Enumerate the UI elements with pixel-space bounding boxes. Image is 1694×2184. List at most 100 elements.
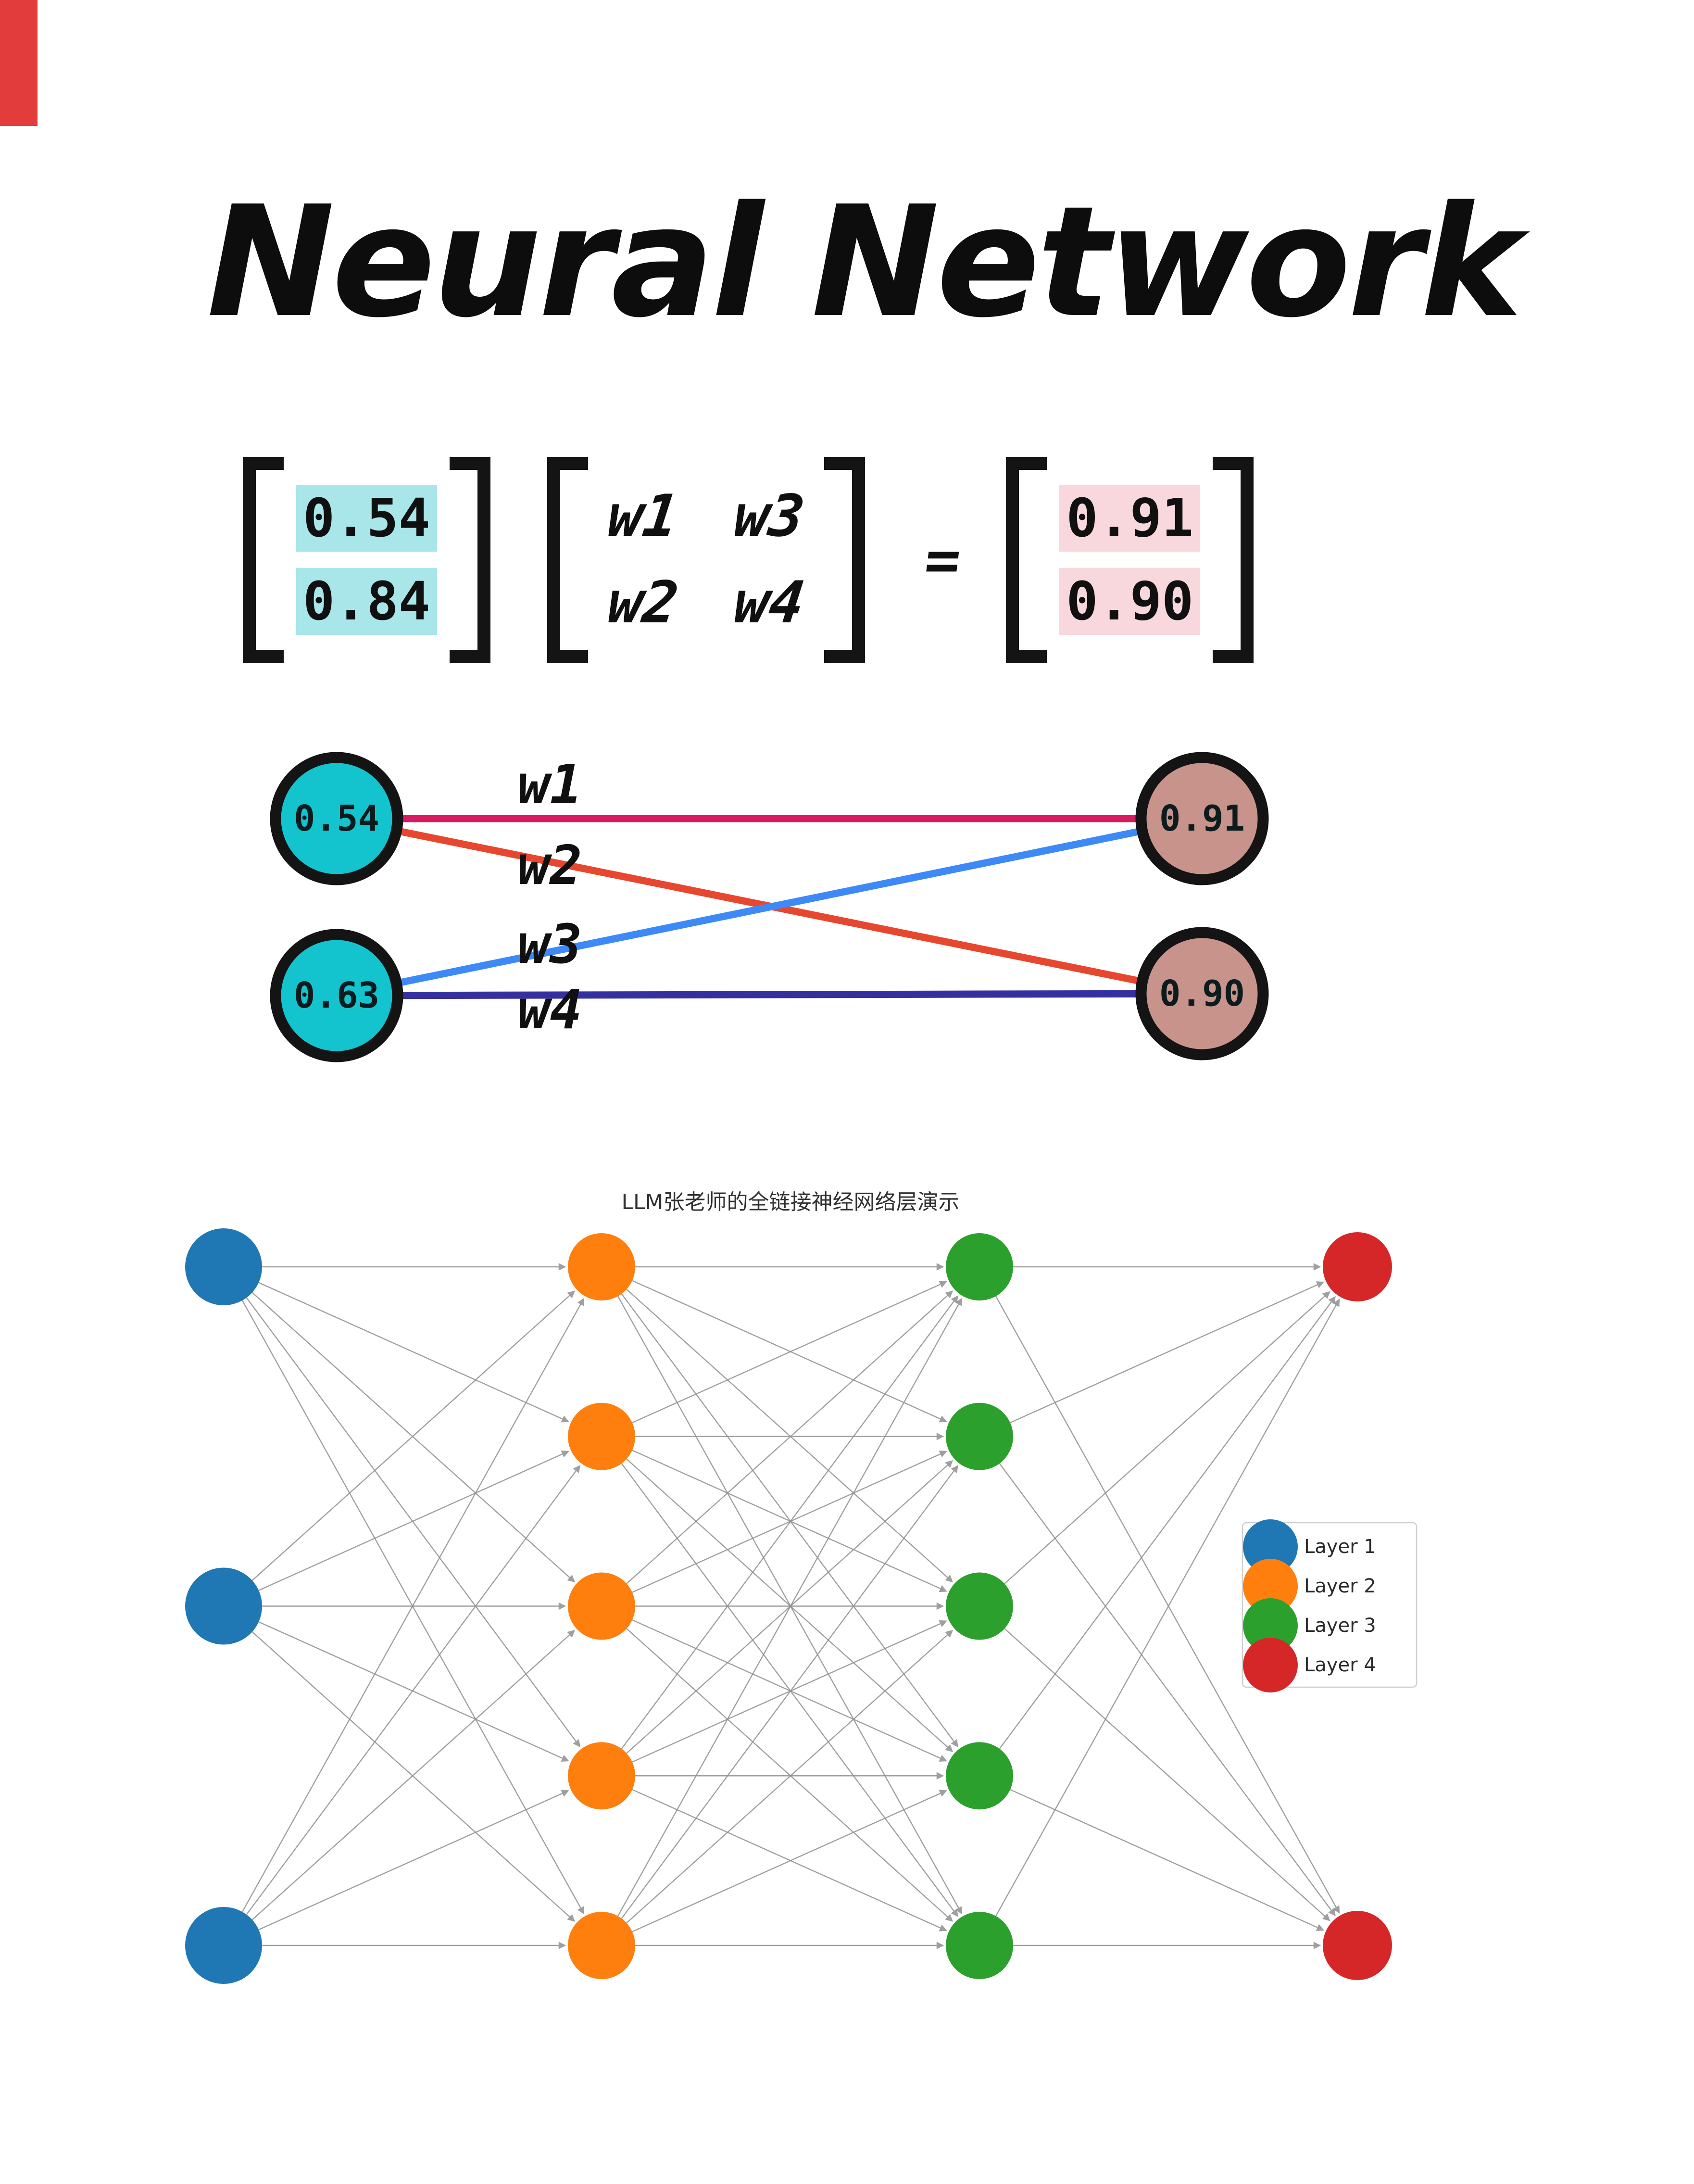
network-edge [632, 1280, 947, 1423]
network-edge [251, 1292, 576, 1583]
legend-marker-layer1 [1243, 1519, 1298, 1574]
network-edge [632, 1790, 947, 1932]
weight-w2: w2 [604, 569, 682, 636]
network-edge [632, 1789, 947, 1932]
network-edge [626, 1458, 954, 1753]
weight-w4: w4 [730, 569, 808, 636]
layer1-node [185, 1567, 262, 1645]
weight-edge-w4 [333, 990, 1206, 999]
network-edge [258, 1451, 569, 1591]
network-edge [621, 1464, 959, 1919]
matrix-equation: 0.54 0.84 w1 w3 w2 w4 = 0 [243, 457, 1254, 663]
network-edge [617, 1298, 963, 1917]
weight-w1: w1 [604, 482, 682, 550]
output-node [1135, 927, 1269, 1060]
legend-label-layer1: Layer 1 [1304, 1536, 1376, 1558]
network-edge [626, 1629, 954, 1924]
network-edge [632, 1451, 947, 1593]
network-edge [258, 1621, 569, 1762]
layer3-node [946, 1742, 1013, 1810]
network-edge [995, 1296, 1340, 1914]
input-node-label: 0.54 [294, 798, 379, 839]
weight-w3: w3 [730, 482, 808, 550]
network-edge [621, 1295, 959, 1749]
weight-matrix-row-2: w2 w4 [604, 569, 808, 636]
layer3-node [946, 1572, 1013, 1640]
weight-matrix-cells: w1 w3 w2 w4 [588, 457, 824, 663]
network-edge [995, 1299, 1340, 1917]
network-edge [999, 1463, 1336, 1917]
input-value-2: 0.84 [296, 568, 437, 635]
network-edge [251, 1631, 576, 1922]
weight-matrix-row-1: w1 w3 [604, 482, 808, 550]
network-edge [1004, 1291, 1330, 1584]
legend-marker-layer2 [1243, 1559, 1298, 1614]
right-bracket-icon [824, 457, 865, 663]
input-node-label: 0.63 [294, 975, 379, 1016]
network-edge [246, 1464, 581, 1915]
input-vector-matrix: 0.54 0.84 [243, 457, 490, 663]
output-node-label: 0.90 [1159, 973, 1245, 1014]
layer2-node [568, 1402, 635, 1470]
legend-label-layer3: Layer 3 [1304, 1615, 1376, 1637]
input-node [270, 929, 403, 1062]
layer3-node [946, 1402, 1013, 1470]
network-edge [258, 1282, 569, 1423]
legend-label-layer4: Layer 4 [1304, 1654, 1376, 1676]
network-edge [251, 1629, 576, 1920]
output-value-2: 0.90 [1059, 568, 1201, 635]
layer2-node [568, 1742, 635, 1810]
network-edge [626, 1288, 954, 1583]
chart-title: LLM张老师的全链接神经网络层演示 [622, 1190, 960, 1214]
input-value-1: 0.54 [296, 485, 437, 552]
right-bracket-icon [449, 457, 490, 663]
network-edge [251, 1290, 576, 1581]
network-edge [241, 1300, 585, 1915]
red-corner-mark [0, 0, 38, 126]
weight-label-w2: w2 [517, 834, 582, 897]
left-bracket-icon [547, 457, 588, 663]
input-vector-cells: 0.54 0.84 [284, 457, 450, 663]
weight-matrix: w1 w3 w2 w4 [547, 457, 865, 663]
layer2-node [568, 1572, 635, 1640]
input-node [270, 752, 403, 885]
network-edge [632, 1620, 947, 1763]
output-value-1: 0.91 [1059, 485, 1201, 552]
network-edge [258, 1790, 569, 1931]
page-title: Neural Network [207, 173, 1522, 351]
layer4-node [1323, 1911, 1392, 1980]
network-edge [621, 1463, 959, 1917]
network-edge [1010, 1789, 1324, 1931]
layer3-node [946, 1912, 1013, 1979]
legend-marker-layer3 [1243, 1598, 1298, 1653]
layer3-node [946, 1233, 1013, 1300]
network-figure: LLM张老师的全链接神经网络层演示 Layer 1 Layer 2 Layer 3 La… [185, 1190, 1418, 1984]
legend-marker-layer4 [1243, 1638, 1298, 1692]
output-node-label: 0.91 [1159, 798, 1245, 839]
network-edge [621, 1293, 959, 1748]
network-edge [999, 1296, 1336, 1749]
output-vector-matrix: 0.91 0.90 [1006, 457, 1254, 663]
network-edge [241, 1298, 585, 1912]
network-edge [632, 1281, 947, 1424]
network-edge [626, 1290, 954, 1584]
weight-label-w1: w1 [517, 754, 582, 816]
left-bracket-icon [1006, 457, 1047, 663]
layer2-node [568, 1912, 635, 1979]
layer1-node [185, 1228, 262, 1305]
right-bracket-icon [1213, 457, 1254, 663]
network-edge [632, 1619, 947, 1762]
left-bracket-icon [243, 457, 284, 663]
layer2-node [568, 1233, 635, 1300]
legend-label-layer2: Layer 2 [1304, 1575, 1376, 1597]
network-edge [632, 1450, 947, 1592]
layer4-node [1323, 1232, 1392, 1301]
network-edge [246, 1297, 581, 1748]
weight-label-w4: w4 [517, 979, 582, 1041]
network-edge [1004, 1628, 1330, 1921]
network-edge [626, 1628, 954, 1922]
layer1-node [185, 1907, 262, 1984]
output-vector-cells: 0.91 0.90 [1047, 457, 1213, 663]
network-edge [1010, 1281, 1324, 1424]
